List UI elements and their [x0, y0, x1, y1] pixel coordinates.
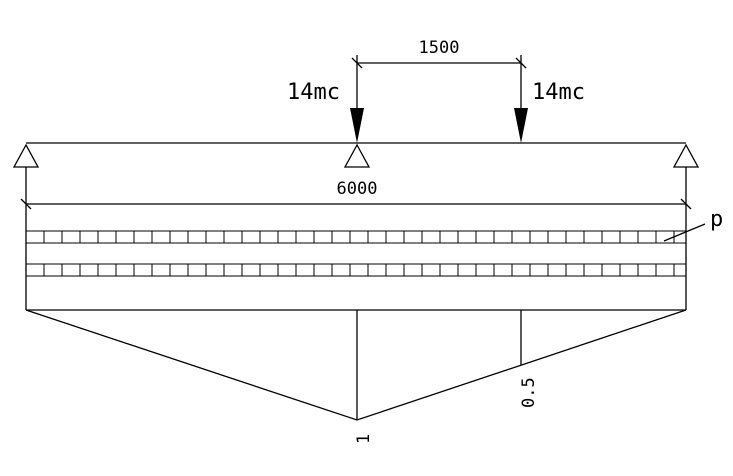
- load-arrow-right: [514, 55, 528, 143]
- load-label-left: 14mc: [287, 80, 340, 105]
- dimension-1500: 1500: [351, 38, 527, 69]
- arrowhead-icon: [350, 108, 364, 143]
- support-middle: [343, 143, 371, 168]
- load-arrow-left: [350, 55, 364, 143]
- lane-strip-outline: [25, 230, 687, 244]
- support-triangle-icon: [343, 143, 371, 168]
- lane-load-strip-lower: [25, 263, 687, 277]
- arrowhead-icon: [514, 108, 528, 143]
- influence-line: [25, 309, 687, 421]
- lane-label: p: [710, 207, 723, 232]
- dimension-6000: 6000: [20, 179, 692, 210]
- support-right: [672, 143, 700, 310]
- lane-load-strip-upper: [25, 230, 687, 244]
- dimension-label-6000: 6000: [337, 179, 378, 199]
- support-left: [12, 143, 40, 310]
- load-label-right: 14mc: [532, 80, 585, 105]
- dimension-label-1500: 1500: [419, 38, 460, 58]
- ordinate-label-peak: 1: [354, 434, 374, 444]
- lane-strip-outline: [25, 263, 687, 277]
- ordinate-label-secondary: 0.5: [519, 377, 539, 408]
- support-triangle-icon: [12, 143, 40, 168]
- support-triangle-icon: [672, 143, 700, 168]
- lane-label-leader: [663, 223, 706, 242]
